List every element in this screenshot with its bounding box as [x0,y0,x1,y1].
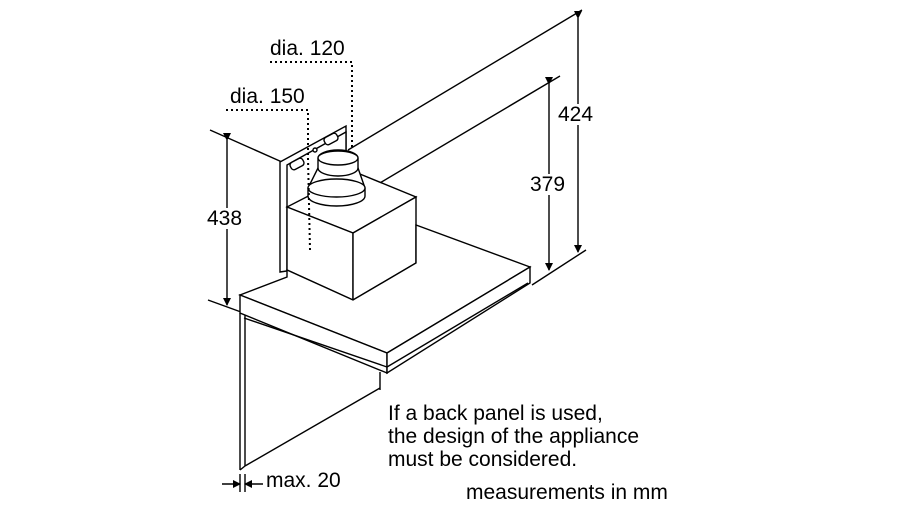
units-caption: measurements in mm [466,481,668,504]
label-height-379: 379 [530,173,566,196]
duct-connector [307,149,366,207]
extension-line-left-bottom [207,299,242,313]
label-height-438: 438 [207,207,243,230]
note-line-3: must be considered. [388,448,578,471]
label-max-20: max. 20 [266,469,341,492]
chimney-extension-line [367,75,561,191]
top-extension-line [347,9,583,151]
leader-dia-120 [270,61,353,150]
back-panel [239,313,381,471]
label-dia-120: dia. 120 [270,37,345,60]
label-dia-150: dia. 150 [230,85,305,108]
dimension-max-20 [222,474,263,492]
bottom-extension-line-right [531,249,587,286]
leader-dia-150 [226,109,311,251]
note-line-1: If a back panel is used, [388,402,603,425]
canopy [238,223,532,375]
note-line-2: the design of the appliance [388,425,640,448]
label-height-424: 424 [558,103,594,126]
extension-line-left-top [209,129,283,163]
back-panel-note: If a back panel is used, the design of t… [388,402,639,471]
